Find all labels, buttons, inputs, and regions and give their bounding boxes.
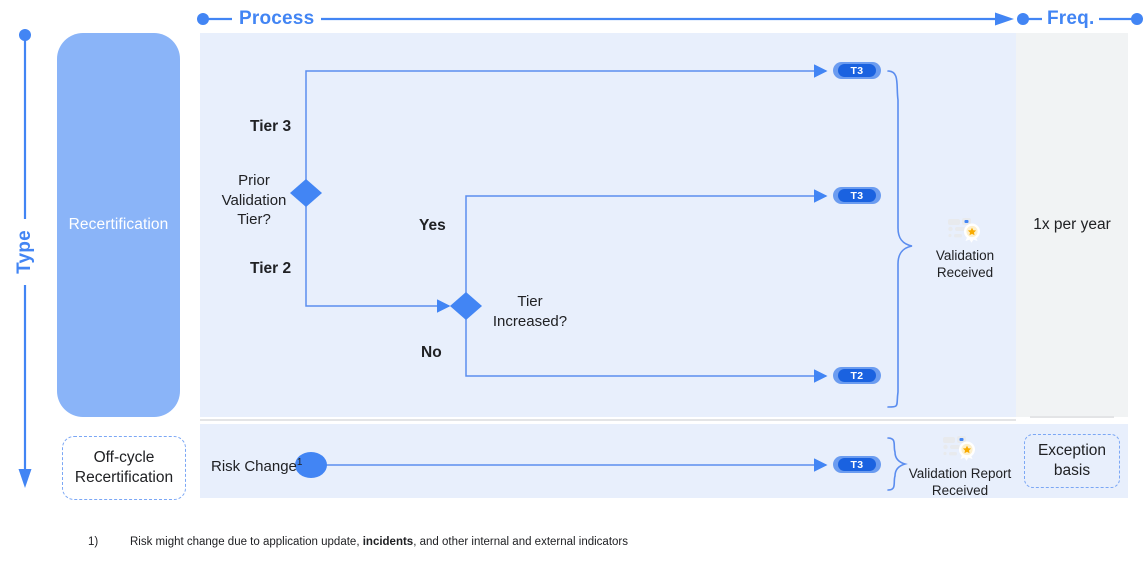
- frequency-axis: Freq.: [1016, 6, 1144, 32]
- type-axis-label: Type: [11, 219, 39, 285]
- branch-label-yes: Yes: [419, 217, 446, 234]
- validation-certificate-icon: [948, 218, 980, 243]
- outcome-validation-report-received: Validation Report Received: [890, 434, 1030, 500]
- process-axis-arrow: [197, 12, 1014, 26]
- type-block-off-cycle-label: Off-cycle Recertification: [74, 449, 174, 486]
- exception-basis-box[interactable]: Exception basis: [1024, 434, 1120, 488]
- badge-tier-3-top-label: T3: [838, 64, 876, 77]
- risk-change-text: Risk Change: [211, 458, 297, 475]
- process-panel-recertification: [200, 33, 1016, 417]
- decision-label-tier-increased: Tier Increased?: [492, 293, 568, 330]
- outcome-validation-received: Validation Received: [900, 216, 1030, 282]
- process-axis: Process: [196, 6, 1016, 32]
- start-node-label-risk-change: Risk Change1: [211, 457, 302, 475]
- risk-change-footnote-marker: 1: [296, 457, 303, 468]
- badge-tier-2-no[interactable]: T2: [833, 367, 881, 384]
- footnote-text-bold: incidents: [362, 536, 414, 548]
- process-axis-label: Process: [232, 8, 322, 30]
- outcome-validation-received-line2: Received: [936, 265, 994, 281]
- badge-tier-3-top[interactable]: T3: [833, 62, 881, 79]
- footnote-number: 1): [88, 536, 99, 548]
- badge-tier-3-off-cycle-label: T3: [838, 458, 876, 471]
- badge-tier-3-yes-label: T3: [838, 189, 876, 202]
- frequency-value-off-cycle: Exception basis: [1037, 442, 1107, 479]
- frequency-cell-off-cycle: Exception basis: [1016, 424, 1128, 498]
- frequency-cell-recertification: 1x per year: [1016, 33, 1128, 417]
- frequency-divider: [1030, 416, 1114, 418]
- type-block-recertification-label: Recertification: [68, 216, 169, 233]
- type-block-recertification[interactable]: Recertification: [57, 33, 180, 417]
- decision-label-prior-validation-tier: Prior Validation Tier?: [221, 172, 287, 228]
- branch-label-no: No: [421, 344, 442, 361]
- outcome-validation-report-line2: Received: [931, 483, 989, 499]
- footnote-text-before: Risk might change due to application upd…: [130, 536, 363, 548]
- badge-tier-2-no-label: T2: [838, 369, 876, 382]
- type-axis: Type: [8, 28, 42, 490]
- branch-label-tier-3: Tier 3: [250, 118, 292, 135]
- frequency-value-recertification: 1x per year: [1033, 215, 1111, 233]
- outcome-validation-report-line1: Validation Report: [908, 466, 1012, 481]
- footnote: 1) Risk might change due to application u…: [88, 536, 628, 548]
- panel-divider: [200, 419, 1016, 421]
- type-block-off-cycle-recertification[interactable]: Off-cycle Recertification: [62, 436, 186, 500]
- outcome-validation-received-line1: Validation: [935, 248, 995, 263]
- branch-label-tier-2: Tier 2: [250, 260, 292, 277]
- validation-certificate-icon: [943, 436, 975, 461]
- frequency-axis-label: Freq.: [1042, 8, 1100, 30]
- badge-tier-3-yes[interactable]: T3: [833, 187, 881, 204]
- badge-tier-3-off-cycle[interactable]: T3: [833, 456, 881, 473]
- footnote-text-after: , and other internal and external indica…: [413, 536, 629, 548]
